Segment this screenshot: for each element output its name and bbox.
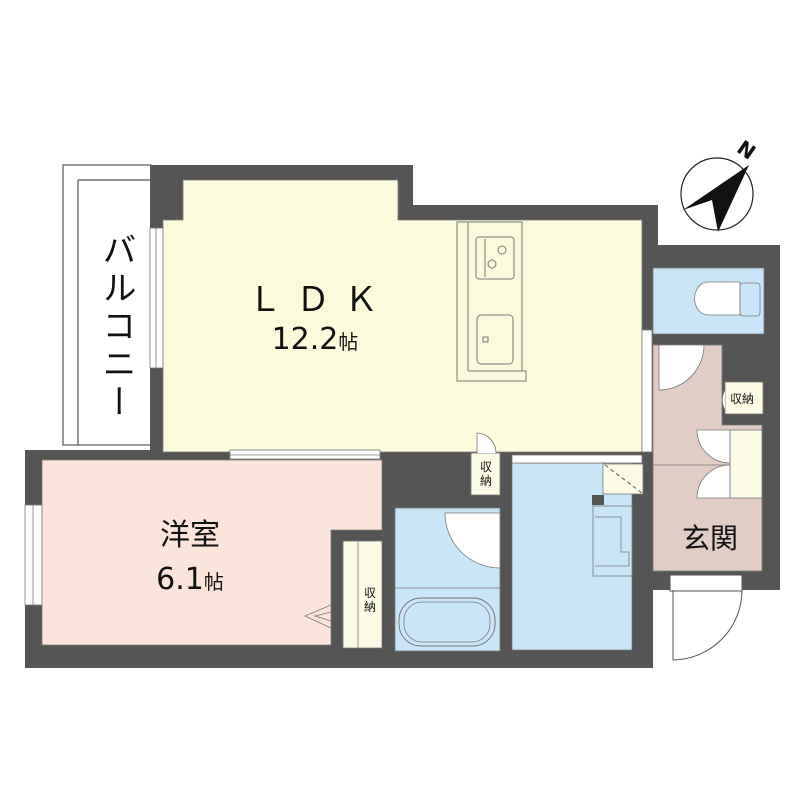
entry-door[interactable] bbox=[669, 574, 743, 661]
room-ldk bbox=[162, 179, 643, 453]
storage-hall-label: 収納 bbox=[730, 392, 755, 406]
balcony bbox=[62, 164, 152, 446]
shoe-closet bbox=[729, 429, 763, 499]
closet-western bbox=[342, 540, 383, 649]
storage-ldk-label: 収納 bbox=[479, 460, 492, 488]
western-area-unit: 帖 bbox=[203, 570, 224, 594]
western-room-area: 6.1帖 bbox=[135, 562, 245, 597]
room-western bbox=[41, 459, 383, 646]
western-area-value: 6.1 bbox=[156, 562, 204, 597]
ldk-label: ＬＤＫ bbox=[248, 280, 392, 320]
ldk-area: 12.2帖 bbox=[240, 322, 390, 357]
bathtub bbox=[398, 597, 496, 647]
compass bbox=[680, 157, 754, 232]
north-arrow-icon bbox=[683, 165, 749, 232]
closet-hall bbox=[724, 381, 764, 415]
entrance-label: 玄関 bbox=[681, 522, 738, 555]
room-entrance bbox=[652, 344, 763, 572]
storage-western-label: 収納 bbox=[363, 586, 376, 614]
kitchen-counter bbox=[456, 221, 527, 382]
ldk-area-value: 12.2 bbox=[271, 322, 339, 357]
balcony-label: バルコニー bbox=[96, 232, 136, 422]
ldk-area-unit: 帖 bbox=[338, 330, 359, 354]
western-room-label: 洋室 bbox=[160, 518, 220, 553]
